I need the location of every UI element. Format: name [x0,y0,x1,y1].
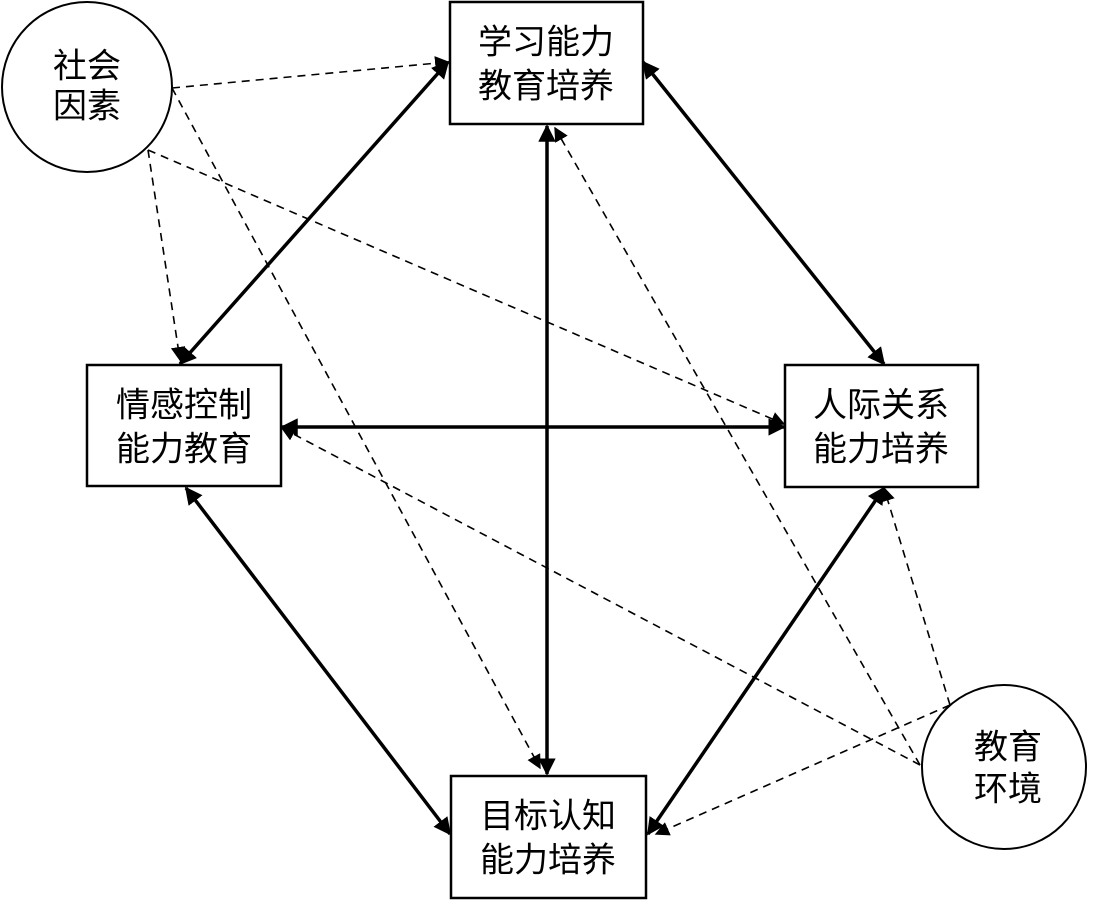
node-social: 社会 因素 [1,1,173,173]
edge-social-to-emotion [147,149,186,362]
node-goal-line2: 能力培养 [480,841,616,881]
node-goal-line1: 目标认知 [480,797,616,837]
edge-learning-emotion [178,60,450,366]
node-social-line1: 社会 [53,47,121,87]
node-emotion: 情感控制 能力教育 [85,363,283,488]
node-relations-line2: 能力培养 [813,430,949,470]
node-relations: 人际关系 能力培养 [783,363,980,489]
edge-relations-goal [646,486,886,836]
node-education-line2: 环境 [974,770,1042,810]
edge-education-to-relations [880,486,951,706]
node-goal: 目标认知 能力培养 [449,774,648,900]
node-learning: 学习能力 教育培养 [448,0,645,126]
edge-emotion-goal [184,486,452,836]
node-relations-line1: 人际关系 [813,386,949,426]
solid-edges [178,60,886,836]
edge-social-to-learning [171,56,450,89]
node-social-line2: 因素 [53,87,121,127]
edge-learning-relations [641,60,886,366]
edge-education-to-learning [554,126,921,766]
node-learning-line1: 学习能力 [478,23,614,63]
node-education-line1: 教育 [974,728,1042,768]
edge-education-to-goal [654,704,951,836]
node-emotion-line2: 能力教育 [116,430,252,470]
node-learning-line2: 教育培养 [478,67,614,107]
node-education: 教育 环境 [921,684,1087,850]
node-emotion-line1: 情感控制 [116,386,252,426]
